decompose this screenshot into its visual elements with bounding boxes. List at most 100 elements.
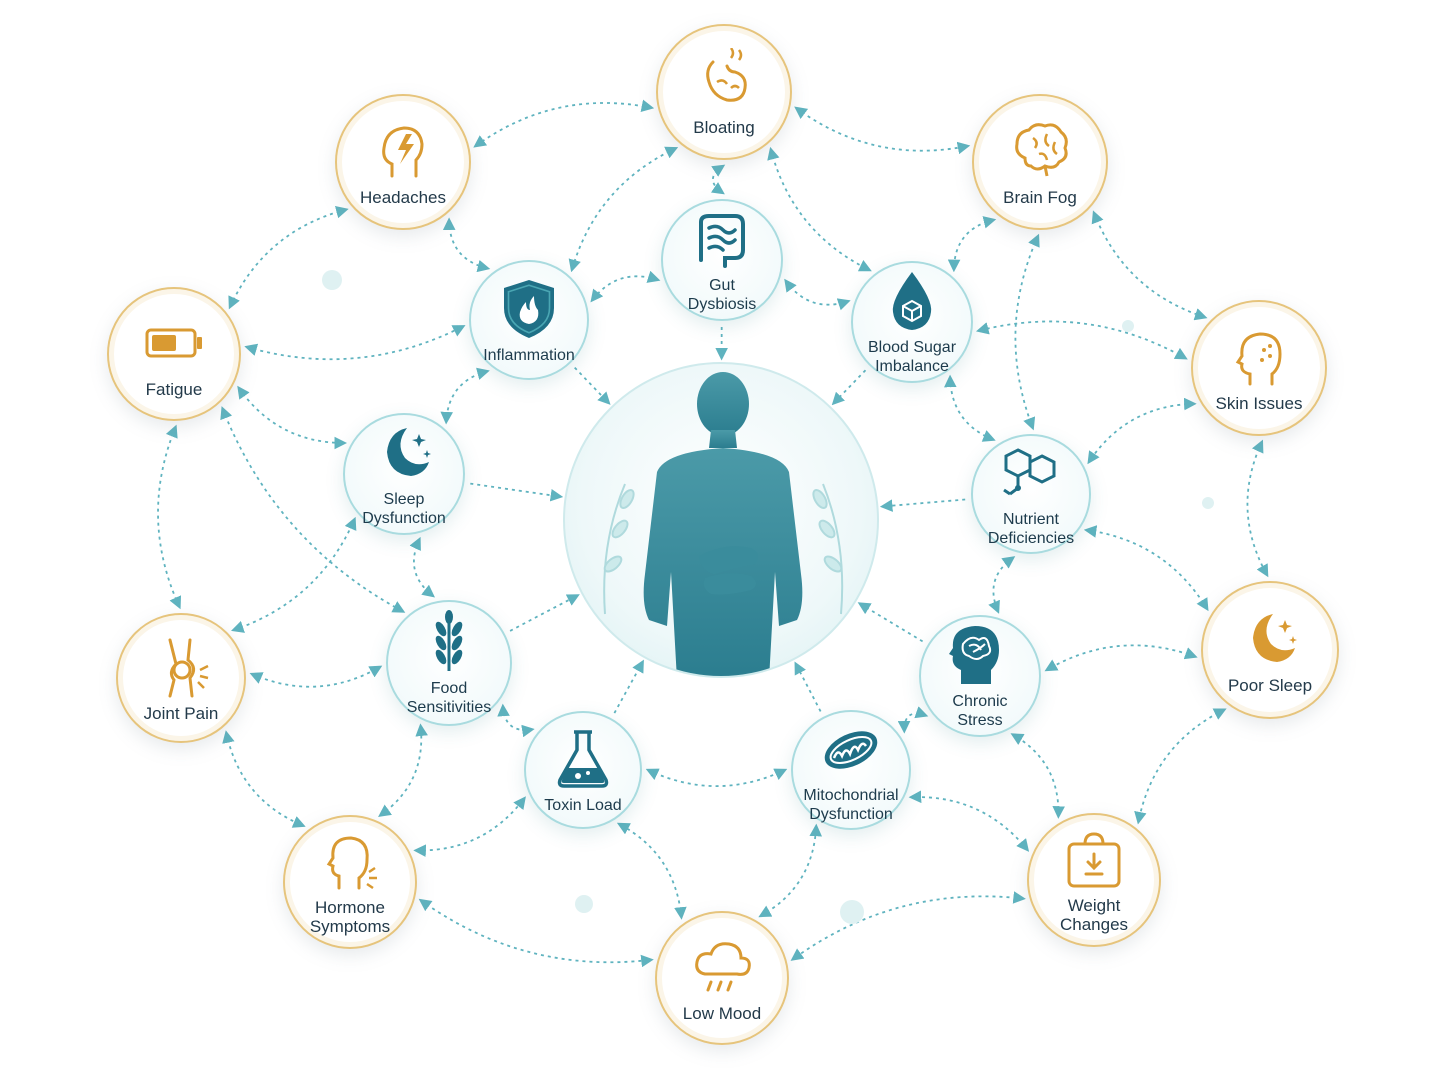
- node-label: Weight Changes: [1059, 896, 1129, 934]
- link-blood-sugar-center: [831, 369, 867, 406]
- link-gut-dysbiosis-blood-sugar: [784, 278, 851, 311]
- decor-dot: [840, 900, 864, 924]
- link-skin-issues-blood-sugar: [975, 320, 1188, 360]
- link-inflammation-center: [574, 366, 611, 405]
- link-poor-sleep-weight-changes: [1134, 708, 1227, 825]
- node-label: Blood Sugar Imbalance: [867, 339, 957, 375]
- mitochondria-icon: [824, 731, 878, 769]
- node-skin-issues: Skin Issues: [1191, 300, 1327, 436]
- node-bloating: Bloating: [656, 24, 792, 160]
- node-inflammation: Inflammation: [469, 260, 589, 380]
- node-sleep-dysfunction: Sleep Dysfunction: [343, 413, 465, 535]
- link-weight-changes-low-mood: [790, 891, 1026, 961]
- decor-dot: [575, 895, 593, 913]
- link-low-mood-mitochondrial-dysfunction: [758, 823, 823, 918]
- molecule-icon: [1003, 448, 1056, 496]
- shield-flame-icon: [504, 279, 554, 338]
- link-bloating-inflammation: [568, 146, 679, 273]
- link-inflammation-sleep-dysfunction: [440, 367, 490, 425]
- rain-cloud-icon: [695, 941, 751, 991]
- scale-icon: [1067, 832, 1121, 888]
- link-toxin-load-mitochondrial-dysfunction: [645, 768, 788, 787]
- node-label: Chronic Stress: [952, 693, 1008, 729]
- node-label: Bloating: [693, 117, 755, 137]
- node-low-mood: Low Mood: [655, 911, 789, 1045]
- node-label: Low Mood: [682, 1003, 762, 1023]
- link-food-sensitivities-center: [509, 594, 580, 632]
- link-poor-sleep-nutrient-deficiencies: [1083, 525, 1209, 612]
- moon-stars-icon: [387, 428, 431, 476]
- link-headaches-inflammation: [442, 217, 491, 273]
- wheat-icon: [435, 610, 463, 671]
- node-headaches: Headaches: [335, 94, 471, 230]
- link-headaches-fatigue: [228, 205, 349, 310]
- link-joint-pain-hormone-symptoms: [222, 730, 306, 828]
- drop-sugar-cube-icon: [892, 272, 932, 330]
- node-label: Hormone Symptoms: [309, 898, 391, 936]
- node-poor-sleep: Poor Sleep: [1201, 581, 1339, 719]
- link-skin-issues-poor-sleep: [1246, 439, 1269, 578]
- link-brain-fog-blood-sugar: [947, 216, 997, 273]
- node-brain-fog: Brain Fog: [972, 94, 1108, 230]
- stomach-icon: [706, 47, 747, 102]
- node-label: Skin Issues: [1215, 393, 1303, 413]
- center-body-circle: [563, 362, 879, 678]
- link-hormone-symptoms-low-mood: [418, 898, 654, 968]
- link-poor-sleep-chronic-stress: [1044, 644, 1198, 672]
- knee-joint-icon: [168, 638, 209, 697]
- link-hormone-symptoms-food-sensitivities: [378, 723, 428, 817]
- node-fatigue: Fatigue: [107, 287, 241, 421]
- link-fatigue-joint-pain: [157, 424, 182, 610]
- head-profile-icon: [326, 836, 377, 890]
- node-label: Food Sensitivities: [406, 680, 492, 716]
- intestine-icon: [699, 214, 745, 268]
- node-label: Fatigue: [145, 379, 203, 399]
- link-blood-sugar-nutrient-deficiencies: [944, 374, 996, 442]
- node-food-sensitivities: Food Sensitivities: [386, 600, 512, 726]
- link-fatigue-food-sensitivities: [220, 406, 406, 613]
- node-label: Inflammation: [483, 346, 575, 364]
- face-spots-icon: [1235, 331, 1282, 385]
- node-label: Mitochondrial Dysfunction: [803, 787, 899, 823]
- node-label: Brain Fog: [1003, 187, 1077, 207]
- node-blood-sugar: Blood Sugar Imbalance: [851, 261, 973, 383]
- link-fatigue-inflammation: [244, 325, 466, 361]
- human-figure-icon: [603, 372, 844, 676]
- node-joint-pain: Joint Pain: [116, 613, 246, 743]
- node-mitochondrial-dysfunction: Mitochondrial Dysfunction: [791, 710, 911, 830]
- node-label: Sleep Dysfunction: [362, 491, 446, 527]
- link-bloating-blood-sugar: [767, 146, 872, 272]
- link-chronic-stress-center: [857, 602, 924, 643]
- link-gut-dysbiosis-inflammation: [590, 270, 661, 303]
- link-joint-pain-food-sensitivities: [249, 665, 383, 688]
- brain-icon: [1015, 122, 1068, 176]
- link-food-sensitivities-toxin-load: [497, 703, 535, 738]
- node-label: Joint Pain: [143, 703, 219, 723]
- head-lightning-icon: [382, 125, 424, 177]
- node-toxin-load: Toxin Load: [524, 711, 642, 829]
- node-label: Toxin Load: [544, 796, 622, 814]
- low-battery-icon: [145, 328, 202, 357]
- link-nutrient-deficiencies-chronic-stress: [988, 556, 1016, 614]
- link-chronic-stress-mitochondrial-dysfunction: [897, 706, 929, 734]
- link-brain-fog-skin-issues: [1091, 210, 1208, 321]
- node-label: Headaches: [359, 187, 446, 207]
- node-label: Nutrient Deficiencies: [987, 511, 1075, 547]
- node-chronic-stress: Chronic Stress: [919, 615, 1041, 737]
- link-low-mood-toxin-load: [616, 822, 687, 920]
- moon-stars-icon: [1253, 613, 1297, 662]
- decor-dot: [1122, 320, 1134, 332]
- node-label: Poor Sleep: [1227, 675, 1313, 695]
- node-nutrient-deficiencies: Nutrient Deficiencies: [971, 434, 1091, 554]
- link-skin-issues-nutrient-deficiencies: [1087, 397, 1197, 465]
- node-label: Gut Dysbiosis: [687, 277, 757, 313]
- link-bloating-gut-dysbiosis: [710, 164, 726, 195]
- link-toxin-load-center: [613, 659, 644, 714]
- link-brain-fog-nutrient-deficiencies: [1014, 233, 1040, 431]
- link-joint-pain-sleep-dysfunction: [231, 516, 357, 633]
- link-weight-changes-chronic-stress: [1010, 733, 1065, 819]
- link-mitochondrial-dysfunction-center: [794, 661, 822, 712]
- link-fatigue-sleep-dysfunction: [237, 385, 348, 450]
